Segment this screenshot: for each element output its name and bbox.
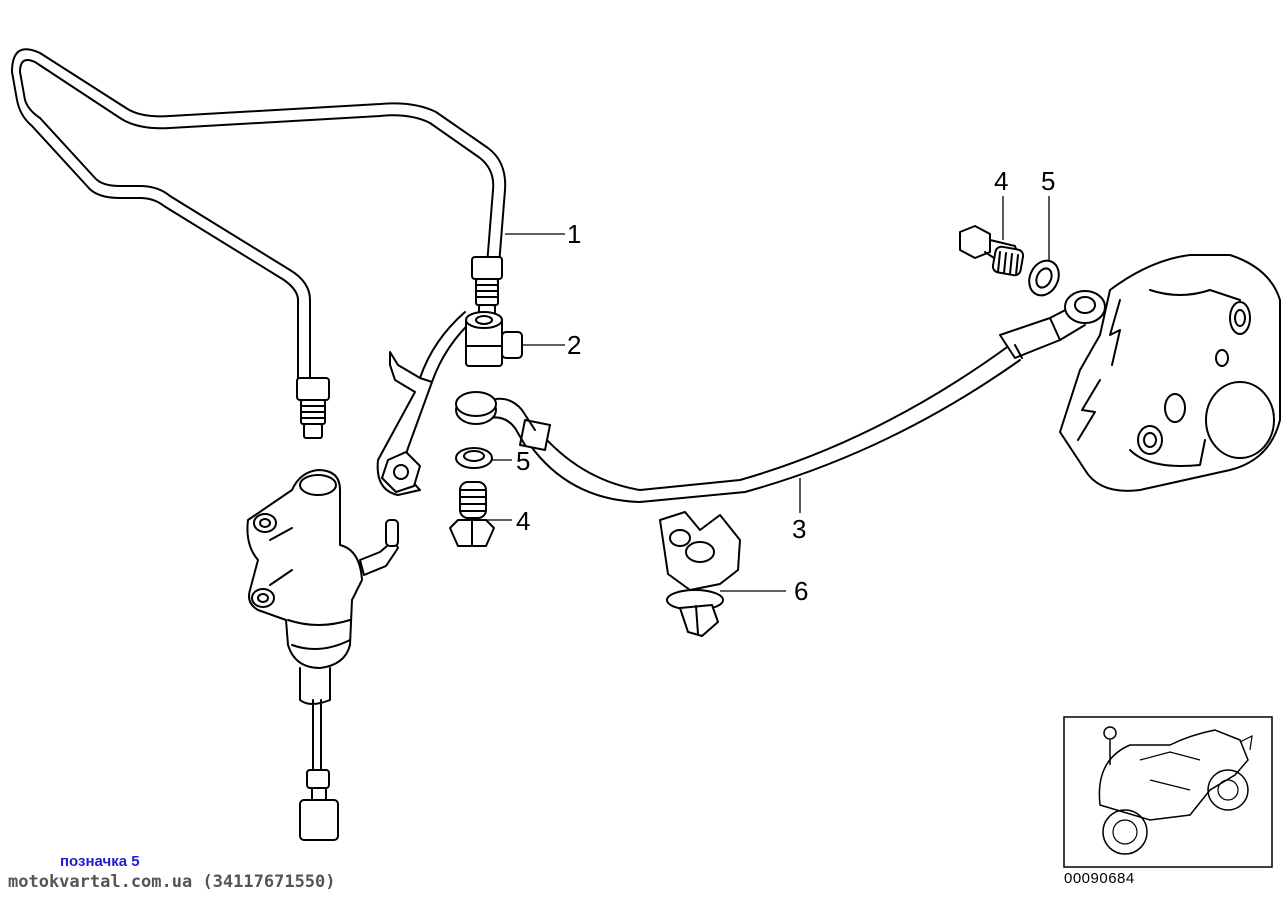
sealing-washer-right-part-5[interactable]	[1024, 256, 1065, 300]
callout-6: 6	[794, 576, 808, 606]
master-cylinder	[246, 469, 399, 841]
hose-clip-part-6[interactable]	[659, 511, 741, 637]
drawing-number: 00090684	[1064, 870, 1135, 887]
callout-4-right: 4	[994, 166, 1008, 196]
motorcycle-thumbnail	[1063, 716, 1273, 868]
source-watermark: motokvartal.com.ua (34117671550)	[8, 872, 336, 892]
part-tag-label: позначка 5	[60, 853, 140, 870]
sealing-washer-left-part-5[interactable]	[455, 447, 493, 469]
brake-caliper	[1059, 254, 1281, 492]
callout-2: 2	[567, 330, 581, 360]
brake-hose-part-3[interactable]	[455, 290, 1106, 503]
callout-5-left: 5	[516, 446, 530, 476]
banjo-bolt-left-part-4[interactable]	[449, 481, 495, 547]
callout-4-left: 4	[516, 506, 530, 536]
banjo-bolt-right-part-4[interactable]	[959, 225, 1025, 277]
callout-3: 3	[792, 514, 806, 544]
callout-5-right: 5	[1041, 166, 1055, 196]
callout-1: 1	[567, 219, 581, 249]
bracket-fitting-part-2[interactable]	[376, 311, 523, 496]
brake-line-part-1[interactable]	[11, 48, 507, 439]
